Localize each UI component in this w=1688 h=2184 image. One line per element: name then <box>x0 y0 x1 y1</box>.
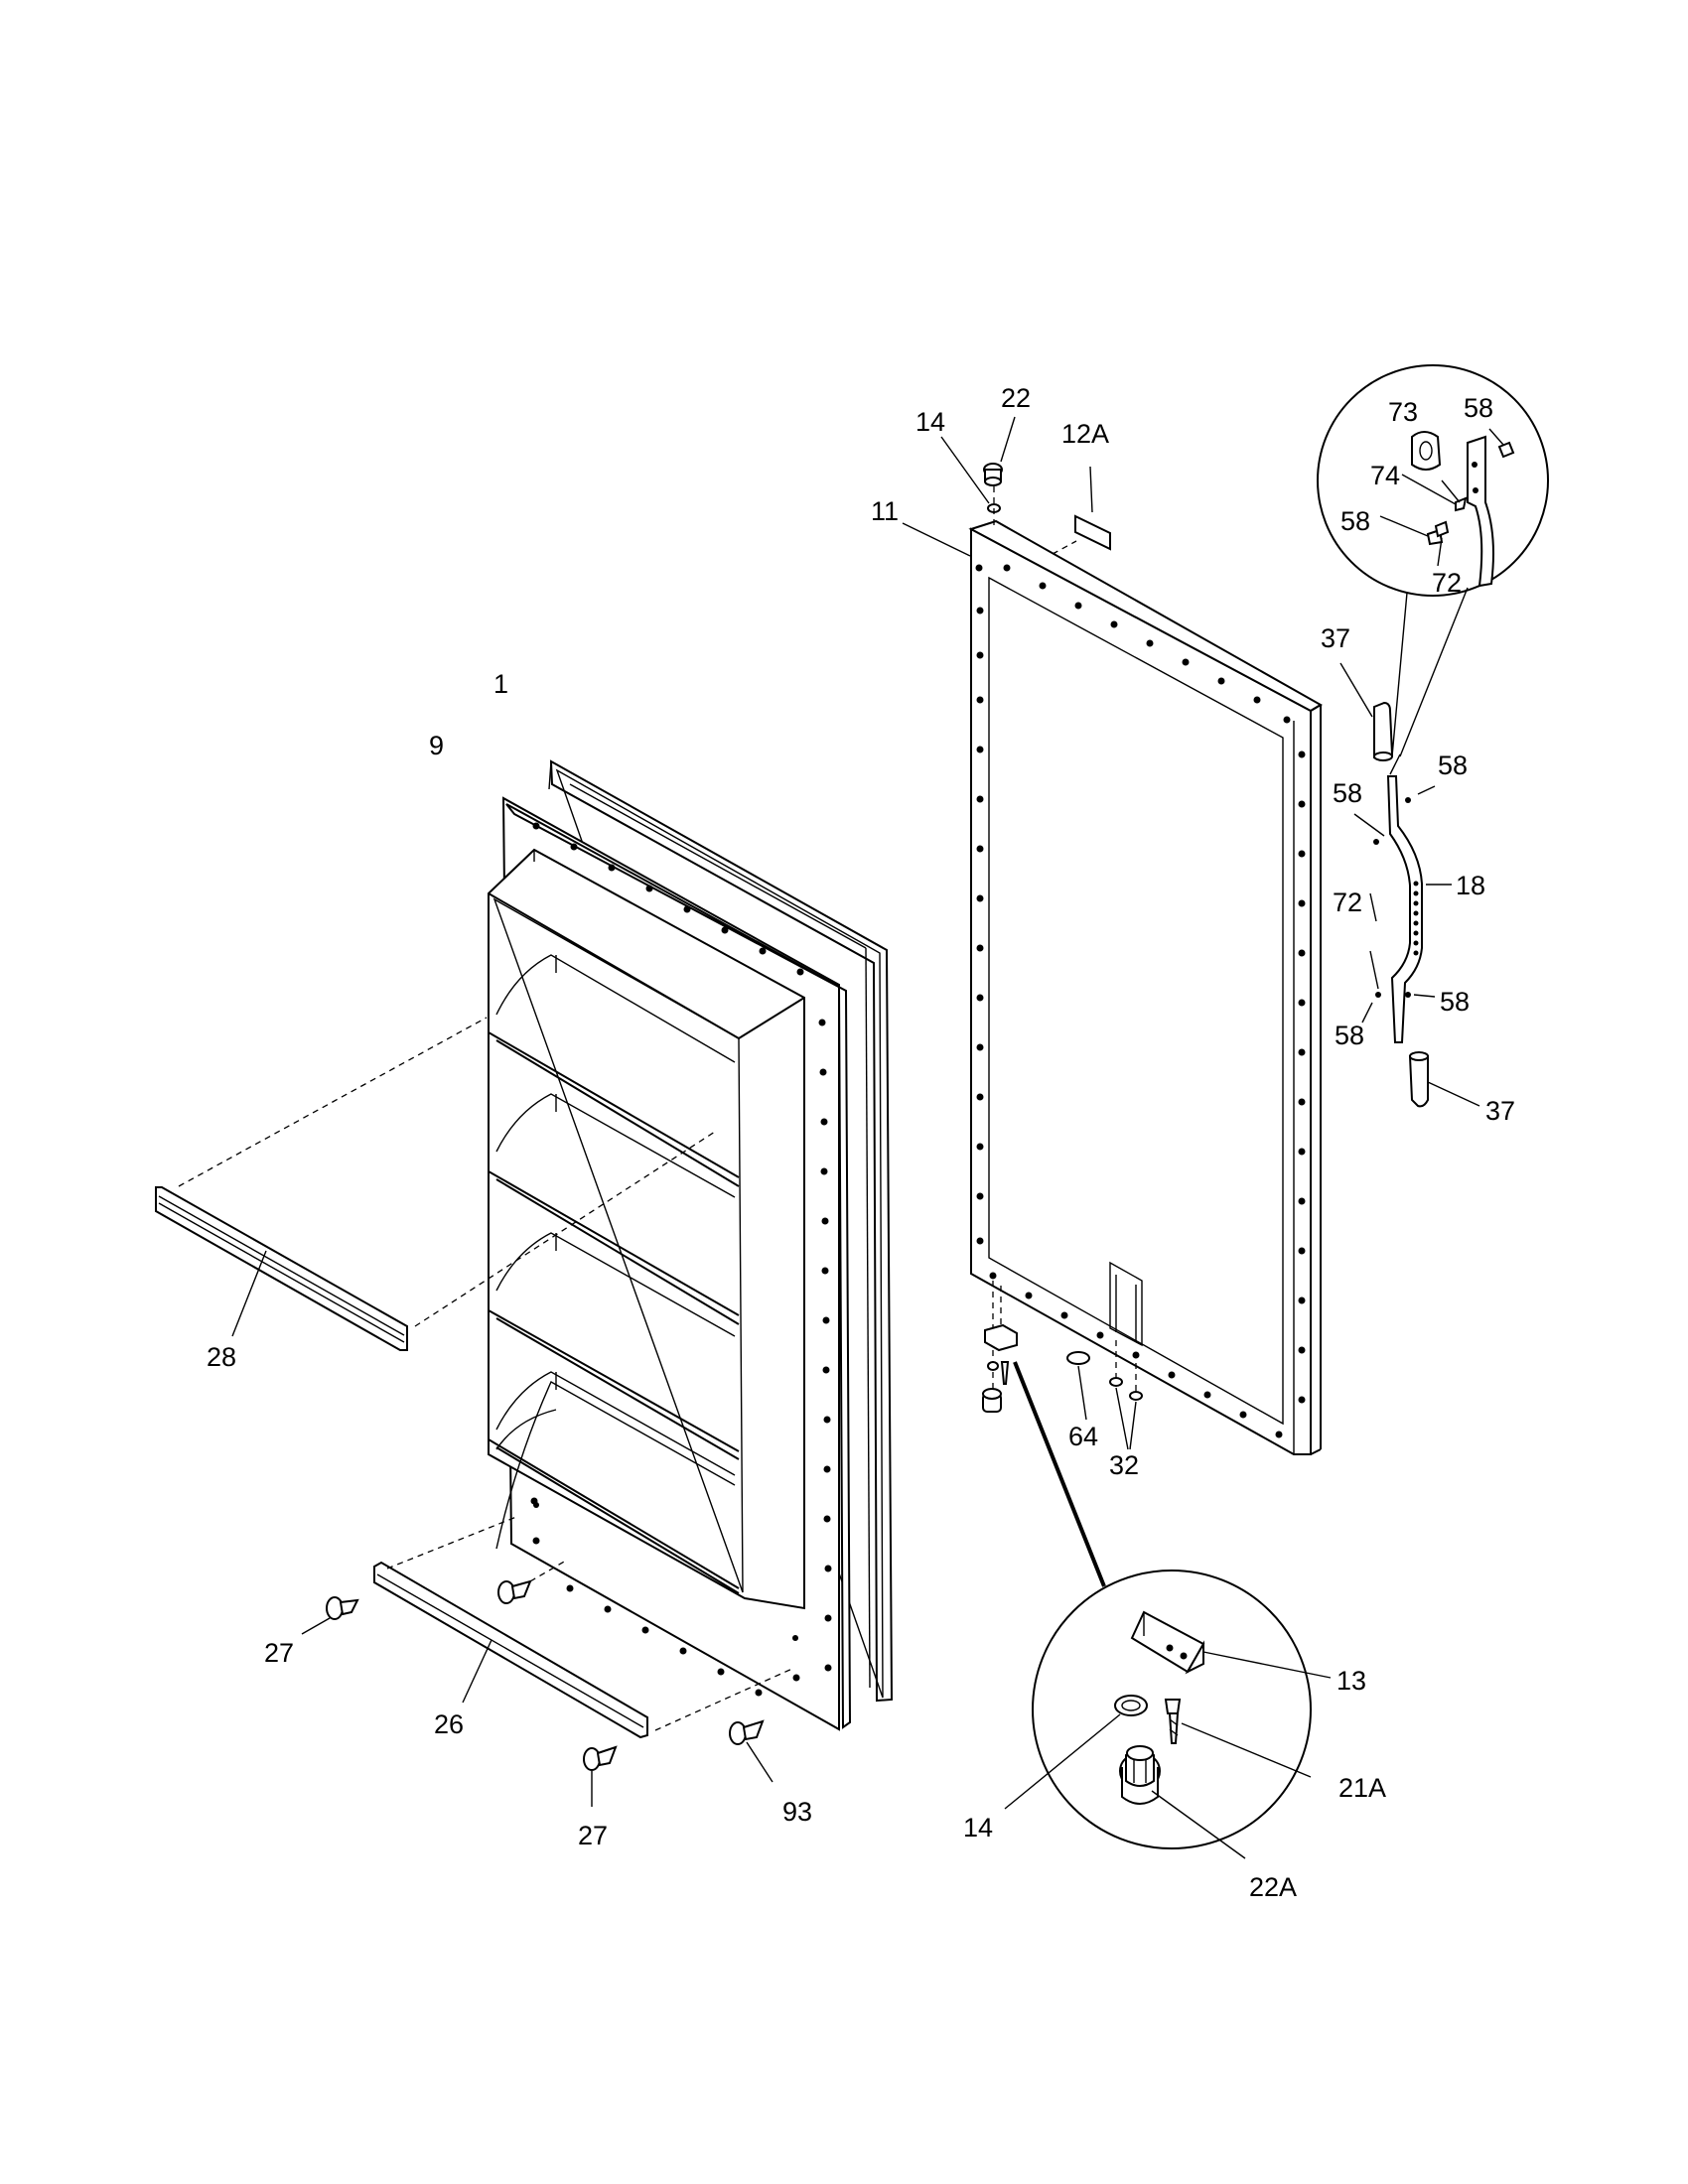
label-21a: 21A <box>1338 1773 1386 1803</box>
label-plate-part-12a <box>1074 514 1111 551</box>
label-9: 9 <box>429 731 444 760</box>
label-12a: 12A <box>1061 419 1109 449</box>
label-14-detail: 14 <box>963 1813 993 1843</box>
outer-door-part-11 <box>902 416 1323 1455</box>
label-26: 26 <box>434 1709 464 1739</box>
label-1: 1 <box>493 669 508 699</box>
label-27-left: 27 <box>264 1638 294 1668</box>
label-58-handle-top-left: 58 <box>1333 778 1362 808</box>
label-72-handle: 72 <box>1333 887 1362 917</box>
label-18: 18 <box>1456 871 1485 900</box>
label-58-handle-bottom-left: 58 <box>1335 1021 1364 1050</box>
label-11: 11 <box>871 496 899 526</box>
outer-door-holes <box>975 564 1306 1438</box>
label-13: 13 <box>1336 1666 1366 1696</box>
label-72-detail: 72 <box>1432 568 1462 598</box>
end-cap-part-37-bottom <box>1408 1051 1480 1108</box>
screw-part-93 <box>729 1719 774 1783</box>
label-58-detail-left: 58 <box>1340 506 1370 536</box>
screw-part-27-mid <box>497 1560 567 1604</box>
handle-grip-dots <box>1413 881 1419 956</box>
label-64: 64 <box>1068 1422 1098 1451</box>
label-14-top: 14 <box>915 407 945 437</box>
hinge-pin-part-22-top <box>940 416 1016 526</box>
label-22: 22 <box>1001 383 1031 413</box>
inner-door-liner-part-9 <box>488 796 852 1731</box>
detail-circle-handle-mount <box>1317 364 1549 757</box>
liner-holes <box>530 822 832 1697</box>
label-28: 28 <box>207 1342 236 1372</box>
grommet-part-64 <box>1066 1351 1090 1365</box>
label-58-detail-top: 58 <box>1464 393 1493 423</box>
label-32: 32 <box>1109 1450 1139 1480</box>
label-58-handle-top-right: 58 <box>1438 751 1468 780</box>
detail-circle-bottom-hinge <box>1004 1570 1332 1859</box>
door-shelves <box>488 892 740 1594</box>
label-27-bottom: 27 <box>578 1821 608 1850</box>
label-22a: 22A <box>1249 1872 1297 1902</box>
door-handle-part-18 <box>1353 753 1452 1043</box>
label-73: 73 <box>1388 397 1418 427</box>
label-74: 74 <box>1370 461 1400 490</box>
label-37-bottom: 37 <box>1485 1096 1515 1126</box>
screw-part-27-bottom <box>583 1745 618 1807</box>
door-shelf-bracket-part-26 <box>373 1516 795 1739</box>
part-labels: 1 9 11 12A 13 14 14 18 21A 22 22A 26 27 … <box>207 383 1515 1902</box>
bottom-hinge-group <box>982 1281 1143 1587</box>
door-shelf-bracket-part-28 <box>155 1017 716 1351</box>
end-cap-part-37-top <box>1339 662 1394 761</box>
label-93: 93 <box>782 1797 812 1827</box>
label-37-top: 37 <box>1321 623 1350 653</box>
screw-part-27-left <box>301 1596 359 1635</box>
label-58-handle-bottom-right: 58 <box>1440 987 1470 1017</box>
